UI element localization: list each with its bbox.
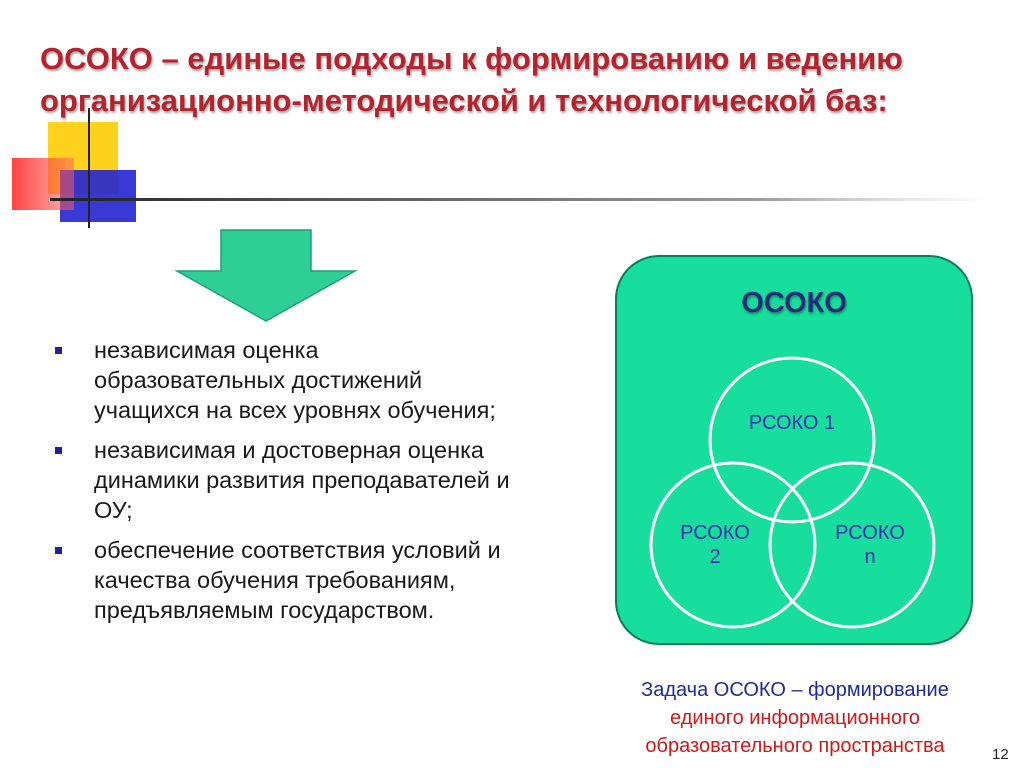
bullet-text: обеспечение соответствия условий и качес… — [94, 537, 501, 623]
list-item: независимая оценка образовательных дости… — [55, 335, 515, 425]
red-square — [12, 158, 74, 210]
venn-label-rsoko-2: РСОКО 2 — [660, 521, 770, 569]
page-title: ОСОКО – единые подходы к формированию и … — [40, 38, 1000, 122]
title-line-2: организационно-методической и технологич… — [40, 83, 888, 118]
venn-circle-rsoko-1 — [708, 356, 876, 524]
venn-label-line: РСОКО 1 — [748, 412, 836, 434]
horizontal-line — [50, 198, 990, 201]
venn-label-rsoko-n: РСОКО n — [815, 521, 925, 569]
osoko-box-title: ОСОКО — [741, 287, 847, 319]
caption-line-3: образовательного пространства — [645, 735, 945, 757]
venn-label-line: n — [864, 546, 876, 568]
venn-label-line: РСОКО — [680, 522, 750, 544]
venn-label-line: РСОКО — [835, 522, 905, 544]
bullet-text: независимая и достоверная оценка динамик… — [94, 437, 510, 523]
venn-label-rsoko-1: РСОКО 1 — [712, 411, 872, 435]
caption-line-1: Задача ОСОКО – формирование — [641, 679, 949, 701]
down-arrow-icon — [175, 229, 357, 322]
title-line-1: ОСОКО – единые подходы к формированию и … — [40, 41, 903, 76]
venn-label-line: 2 — [709, 546, 721, 568]
decorative-corner-graphic — [12, 108, 990, 228]
bullet-list: независимая оценка образовательных дости… — [55, 335, 515, 635]
caption-line-2: единого информационного — [670, 707, 920, 729]
list-item: независимая и достоверная оценка динамик… — [55, 435, 515, 525]
list-item: обеспечение соответствия условий и качес… — [55, 535, 515, 625]
venn-circle-rsoko-n — [768, 461, 936, 629]
bullet-icon — [55, 447, 62, 454]
osoko-box: ОСОКО — [615, 255, 973, 645]
venn-circle-rsoko-2 — [649, 461, 817, 629]
bullet-icon — [55, 347, 62, 354]
caption: Задача ОСОКО – формирование единого инфо… — [585, 676, 1005, 760]
bullet-icon — [55, 547, 62, 554]
bullet-text: независимая оценка образовательных дости… — [94, 337, 496, 423]
page-number: 12 — [992, 746, 1009, 763]
